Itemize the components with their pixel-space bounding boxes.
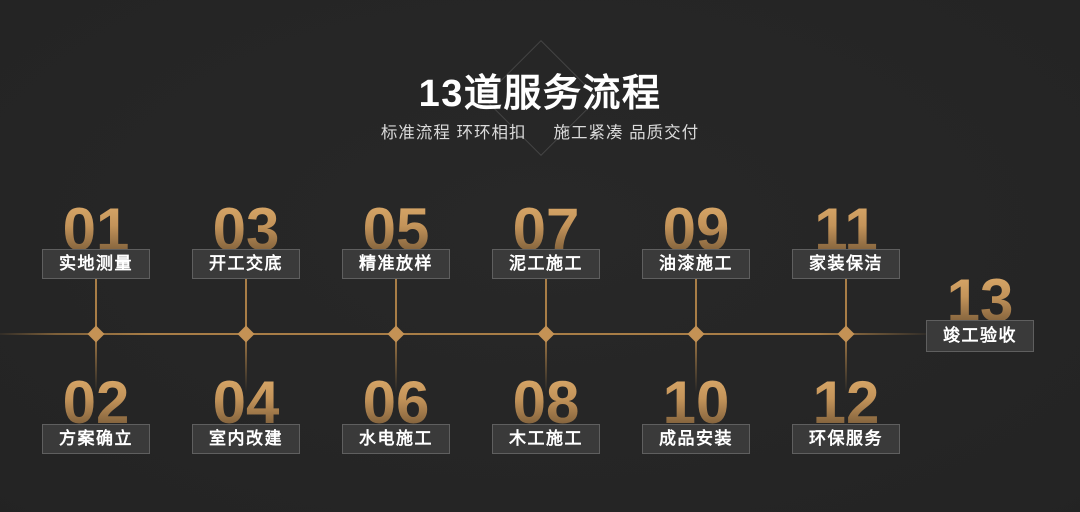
step-label: 木工施工 [492,424,600,454]
connector-line [695,334,697,392]
step-label: 室内改建 [192,424,300,454]
diamond-node-icon [687,325,705,343]
timeline-line [0,333,930,335]
subtitle-left-text: 标准流程 环环相扣 [380,124,527,142]
process-column-1: 01 实地测量 02 方案确立 [21,0,171,512]
connector-line [845,279,847,334]
process-column-5: 09 油漆施工 10 成品安装 [621,0,771,512]
process-column-2: 03 开工交底 04 室内改建 [171,0,321,512]
connector-line [245,334,247,392]
diamond-node-icon [87,325,105,343]
connector-line [545,334,547,392]
connector-line [95,334,97,392]
process-column-4: 07 泥工施工 08 木工施工 [471,0,621,512]
page-title: 13道服务流程 [418,73,662,115]
connector-line [395,279,397,334]
step-label: 成品安装 [642,424,750,454]
connector-line [545,279,547,334]
page-subtitle: 标准流程 环环相扣 施工紧凑 品质交付 [0,119,1080,143]
step-label: 精准放样 [342,249,450,279]
step-label: 水电施工 [342,424,450,454]
step-label: 方案确立 [42,424,150,454]
subtitle-right-text: 施工紧凑 品质交付 [553,124,700,142]
connector-line [245,279,247,334]
step-label: 竣工验收 [926,320,1034,352]
step-label: 油漆施工 [642,249,750,279]
diamond-node-icon [237,325,255,343]
step-label: 泥工施工 [492,249,600,279]
diamond-node-icon [837,325,855,343]
diamond-node-icon [387,325,405,343]
process-column-6: 11 家装保洁 12 环保服务 [771,0,921,512]
connector-line [395,334,397,392]
step-label: 家装保洁 [792,249,900,279]
diamond-node-icon [537,325,555,343]
connector-line [695,279,697,334]
process-column-final: 13 竣工验收 [905,0,1055,512]
connector-line [95,279,97,334]
process-column-3: 05 精准放样 06 水电施工 [321,0,471,512]
step-label: 开工交底 [192,249,300,279]
step-label: 实地测量 [42,249,150,279]
connector-line [845,334,847,392]
step-label: 环保服务 [792,424,900,454]
